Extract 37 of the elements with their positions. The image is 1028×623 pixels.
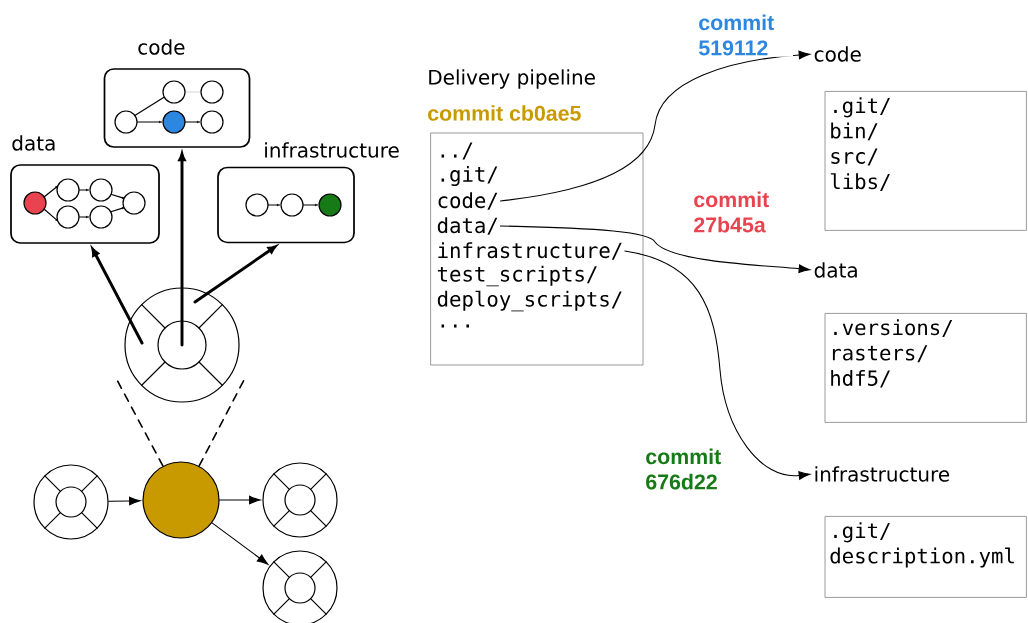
folder-heading: code (814, 46, 861, 62)
zoom-line (116, 379, 164, 467)
arrow (193, 245, 277, 304)
box-heading: infrastructure (265, 142, 399, 158)
folder-heading: infrastructure (815, 466, 950, 482)
listing-box: .git/ description.yml (825, 516, 1027, 598)
listing-line: .git/ (441, 165, 498, 187)
arrow (91, 247, 144, 345)
wheel-icon (262, 462, 338, 538)
box-heading: code (138, 39, 185, 55)
edge-label: commit 27b45a (694, 191, 769, 233)
wheel-icon (33, 464, 109, 540)
arrow (108, 496, 141, 506)
listing-line: code/ (438, 192, 498, 210)
arrow (211, 522, 269, 565)
listing-box: .git/ bin/ src/ libs/ (825, 91, 1027, 231)
filled-circle (142, 461, 220, 539)
wheel-icon (124, 287, 240, 403)
edge-label: commit 676d22 (646, 448, 721, 490)
arrow (624, 250, 811, 480)
listing-line: ... (441, 324, 469, 328)
box-heading: data (12, 135, 55, 151)
listing-line: deploy_scripts/ (437, 290, 622, 312)
zoom-line (198, 377, 246, 467)
wheel-icon (262, 550, 338, 623)
listing-line: data/ (437, 217, 498, 235)
listing-line: ../ (441, 142, 473, 160)
listing-line: test_scripts/ (437, 265, 597, 287)
arrow (499, 225, 811, 274)
arrow (219, 495, 261, 505)
listing-line: infrastructure/ (438, 242, 622, 260)
edge-label: commit 519112 (699, 14, 774, 56)
arrow (499, 50, 811, 202)
box-heading: Delivery pipeline (429, 69, 595, 89)
folder-heading: data (814, 262, 857, 278)
listing-box: .versions/ rasters/ hdf5/ (825, 313, 1027, 423)
commit-label: commit cb0ae5 (428, 105, 581, 121)
